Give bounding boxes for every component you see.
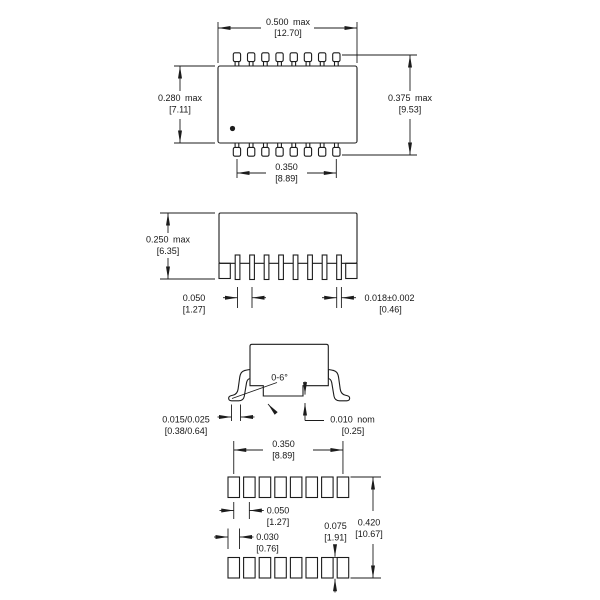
dim-label: 0.500 max [266,17,311,27]
side-lead [336,254,342,281]
dim-label: 0.050 [183,293,206,303]
pin-top [246,52,256,63]
pin-bottom [317,146,327,157]
side-lead [307,254,313,281]
pin-bottom [275,146,284,157]
dim-label-mm: [0.76] [256,544,279,554]
dim-label-mm: [1.91] [324,533,347,543]
pin-bottom [246,146,256,157]
pad-bottom-row [243,556,256,579]
dim-label: 0.015/0.025 [162,415,210,425]
dim-label: 0.350 [275,162,298,172]
dim-label: 0.018±0.002 [365,293,415,303]
dim-label-mm: [6.35] [157,246,180,256]
pad-top-row [274,476,287,499]
land-pattern-pads [227,476,350,579]
package-body-outline [217,65,358,144]
side-body-outline [218,212,358,264]
dim-standoff: 0.010 nom [0.25] [303,381,375,436]
pin-bottom [261,146,270,157]
gull-wing-lead-right [327,368,351,402]
dim-label: 0.050 [267,506,290,516]
gull-wing-lead-left [228,368,251,402]
dim-label: 0.075 [324,521,347,531]
land-pattern-view: 0.350 [8.89] 0.050 [1.27] 0.030 [0.76] 0… [214,439,383,593]
dim-pad-span: 0.350 [8.89] [233,439,344,474]
pad-bottom-row [336,556,350,579]
dim-lead-angle: 0-6° [231,373,288,415]
dim-label-mm: [0.46] [379,304,402,314]
dim-overall-height: 0.375 max [9.53] [342,54,433,156]
dim-body-height: 0.280 max [7.11] [158,65,215,144]
side-lead [278,254,284,281]
pin1-indicator-dot [229,125,236,132]
dim-label: 0.420 [358,518,381,528]
side-end-tab-left [218,262,231,280]
end-view: 0-6° 0.015/0.025 [0.38/0.64] 0.010 nom [… [162,343,375,436]
side-view: 0.250 max [6.35] 0.050 [1.27] 0.018±0.00… [146,212,414,314]
end-body-outline [249,343,329,397]
pad-bottom-row [227,556,241,579]
pin-top [261,52,270,63]
dim-lead-width: 0.018±0.002 [0.46] [322,287,414,314]
pad-bottom-row [274,556,287,579]
pad-top-row [321,476,334,499]
pad-top-row [305,476,319,499]
dim-overall-span: 0.420 [10.67] [350,476,383,579]
pin-top [332,52,341,63]
dim-label-mm: [9.53] [399,105,422,115]
pin-top [303,52,313,63]
dim-label-mm: [8.89] [272,451,295,461]
dim-label-mm: [8.89] [275,174,298,184]
pad-top-row [227,476,241,499]
dim-pad-width: 0.030 [0.76] [214,528,279,554]
dim-label-mm: [12.70] [274,28,302,38]
dim-lead-pitch: 0.050 [1.27] [183,287,266,314]
side-view-leads [234,254,342,281]
pad-top-row [289,476,303,499]
dim-label-mm: [1.27] [267,517,290,527]
dim-label-mm: [0.25] [342,426,365,436]
dim-pad-height: 0.075 [1.91] [324,521,347,593]
pin-top [289,52,298,63]
pin-bottom [303,146,313,157]
dim-overall-width: 0.500 max [12.70] [217,17,358,63]
pad-bottom-row [289,556,303,579]
side-lead [234,254,241,281]
dim-label: 0.250 max [146,235,191,245]
dim-label-mm: [7.11] [169,105,191,115]
side-lead [321,254,328,281]
side-lead [292,254,299,281]
dim-label: 0.375 max [388,93,433,103]
side-lead [249,254,255,281]
pin-top [317,52,327,63]
pad-bottom-row [305,556,319,579]
pad-top-row [243,476,256,499]
dim-foot-length: 0.015/0.025 [0.38/0.64] [162,404,255,436]
dim-label: 0.350 [272,439,295,449]
dim-label-mm: [1.27] [183,304,206,314]
pin-top [275,52,284,63]
pin-top [232,52,242,63]
side-lead [263,254,270,281]
pin-bottom [232,146,242,157]
dim-label: 0-6° [271,373,288,383]
dim-label: 0.010 nom [330,415,375,425]
dim-side-height: 0.250 max [6.35] [146,212,215,280]
pin-bottom [332,146,341,157]
dim-label: 0.030 [256,532,279,542]
dim-pad-pitch: 0.050 [1.27] [219,502,290,527]
dim-lead-span: 0.350 [8.89] [236,159,337,184]
dim-label: 0.280 max [158,93,203,103]
pad-bottom-row [321,556,334,579]
dim-label-mm: [0.38/0.64] [165,426,208,436]
pad-bottom-row [258,556,272,579]
side-end-tab-right [345,262,358,280]
pad-top-row [258,476,272,499]
pad-top-row [336,476,350,499]
dim-label-mm: [10.67] [355,529,383,539]
top-view: 0.500 max [12.70] 0.280 max [7.11] 0.375… [158,17,433,184]
top-view-pins [232,52,341,157]
pin-bottom [289,146,298,157]
